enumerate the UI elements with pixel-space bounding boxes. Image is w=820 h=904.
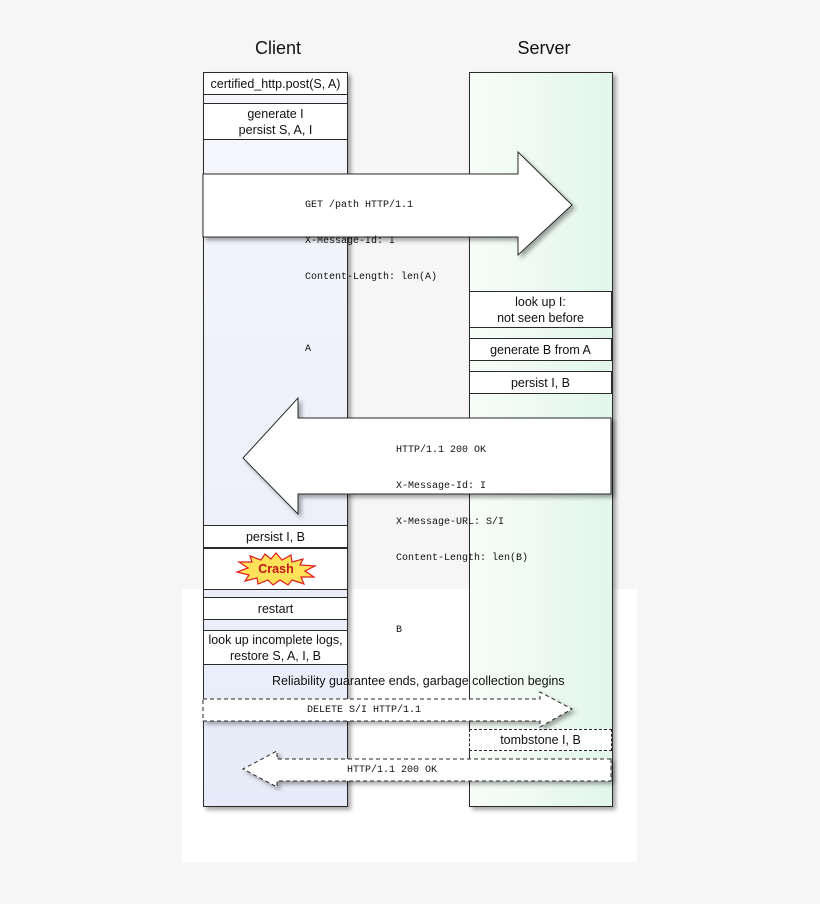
request-line-5: A bbox=[305, 344, 312, 355]
response-line-5 bbox=[396, 589, 528, 601]
client-step-post: certified_http.post(S, A) bbox=[203, 72, 348, 95]
request-message: GET /path HTTP/1.1 X-Message-Id: I Conte… bbox=[305, 176, 437, 368]
response-line-4: Content-Length: len(B) bbox=[396, 553, 529, 564]
client-step-lookup-line-2: restore S, A, I, B bbox=[229, 648, 321, 663]
response-line-2: X-Message-Id: I bbox=[396, 481, 487, 492]
server-column-title: Server bbox=[517, 38, 571, 58]
gc-caption: Reliability guarantee ends, garbage coll… bbox=[272, 674, 565, 688]
delete-arrow bbox=[202, 691, 574, 728]
crash-label: Crash bbox=[258, 562, 293, 576]
response-message: HTTP/1.1 200 OK X-Message-Id: I X-Messag… bbox=[396, 421, 528, 649]
request-line-4 bbox=[305, 308, 437, 320]
response-line-6: B bbox=[396, 625, 403, 636]
response-line-1: HTTP/1.1 200 OK bbox=[396, 445, 487, 456]
client-column-title: Client bbox=[254, 38, 302, 58]
response-arrow bbox=[242, 396, 612, 516]
client-step-generate: generate I persist S, A, I bbox=[203, 103, 348, 140]
request-line-3: Content-Length: len(A) bbox=[305, 272, 438, 283]
client-step-generate-line-2: persist S, A, I bbox=[238, 122, 313, 137]
crash-starburst-shape bbox=[234, 552, 317, 586]
server-step-generate: generate B from A bbox=[469, 338, 612, 361]
server-step-lookup-line-2: not seen before bbox=[497, 310, 584, 325]
server-step-generate-label: generate B from A bbox=[490, 342, 591, 357]
client-step-lookup: look up incomplete logs, restore S, A, I… bbox=[203, 630, 348, 665]
server-step-persist-label: persist I, B bbox=[510, 375, 571, 390]
server-step-lookup-line-1: look up I: bbox=[515, 294, 566, 309]
client-step-persist-label: persist I, B bbox=[245, 529, 306, 544]
client-step-crash: Crash bbox=[203, 548, 348, 590]
request-line-1: GET /path HTTP/1.1 bbox=[305, 200, 414, 211]
crash-starburst-icon: Crash bbox=[234, 552, 317, 586]
server-step-tombstone-label: tombstone I, B bbox=[500, 733, 581, 747]
client-step-generate-line-1: generate I bbox=[247, 106, 304, 121]
delete-response-message: HTTP/1.1 200 OK bbox=[347, 765, 438, 776]
client-step-restart-label: restart bbox=[257, 601, 294, 616]
server-step-tombstone: tombstone I, B bbox=[469, 729, 612, 751]
response-line-3: X-Message-URL: S/I bbox=[396, 517, 505, 528]
delete-message: DELETE S/I HTTP/1.1 bbox=[307, 705, 422, 716]
request-line-2: X-Message-Id: I bbox=[305, 236, 396, 247]
client-step-restart: restart bbox=[203, 597, 348, 620]
client-step-lookup-line-1: look up incomplete logs, bbox=[208, 632, 343, 647]
client-step-post-label: certified_http.post(S, A) bbox=[210, 76, 341, 91]
server-step-persist: persist I, B bbox=[469, 371, 612, 394]
request-arrow bbox=[202, 150, 573, 257]
client-step-persist: persist I, B bbox=[203, 525, 348, 548]
server-step-lookup: look up I: not seen before bbox=[469, 291, 612, 328]
delete-response-arrow bbox=[241, 750, 612, 788]
